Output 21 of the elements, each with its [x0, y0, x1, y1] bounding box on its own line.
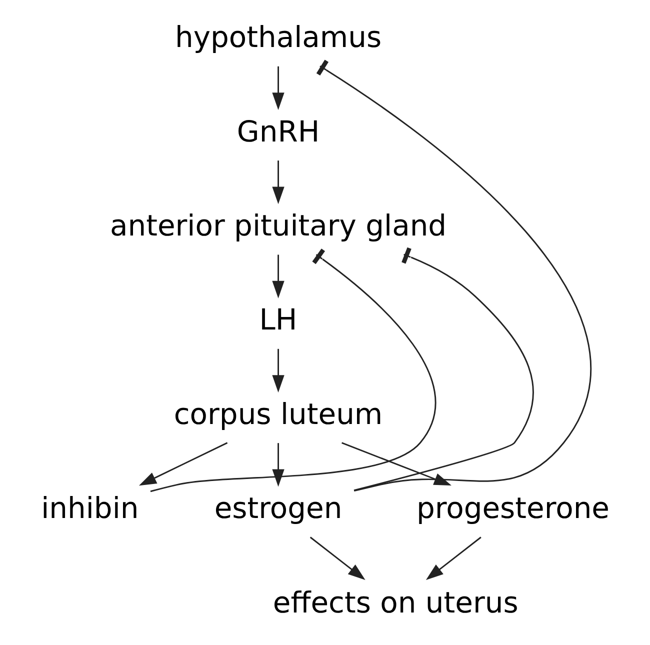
connector [354, 247, 534, 492]
node-text: corpus luteum [174, 396, 383, 431]
node-text: progesterone [416, 491, 610, 526]
arrow [272, 348, 284, 393]
connector [150, 248, 436, 492]
node-text: hypothalamus [174, 20, 382, 54]
node-text: effects on uterus [272, 585, 518, 620]
arrow [272, 66, 284, 110]
arrow [310, 536, 366, 580]
arrow [272, 160, 284, 204]
node-text: inhibin [41, 491, 139, 526]
arrow [138, 442, 228, 486]
node-text: anterior pituitary gland [110, 208, 447, 243]
arrow [272, 254, 284, 298]
node-text: estrogen [214, 491, 342, 526]
arrow [272, 443, 284, 487]
node-text: LH [259, 302, 298, 337]
arrow [426, 536, 482, 580]
arrow [342, 442, 452, 486]
node-text: GnRH [236, 114, 320, 148]
connector [316, 60, 592, 492]
